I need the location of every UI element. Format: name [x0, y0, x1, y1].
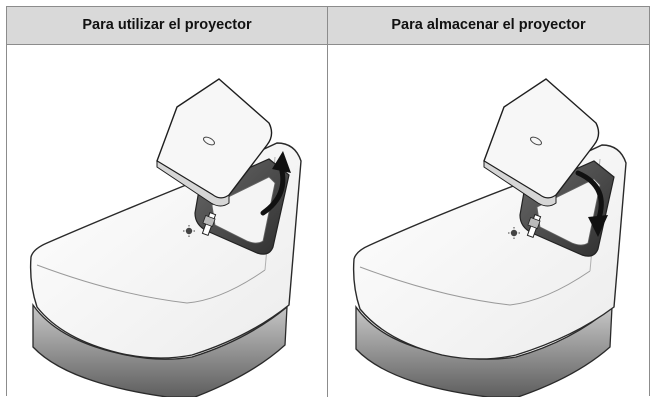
arrow-up-icon: [260, 151, 291, 216]
projector-close-illustration: [352, 78, 627, 397]
column-divider: [327, 7, 328, 397]
cell-store-illustration: [328, 45, 649, 397]
focus-icon: [508, 227, 520, 239]
instruction-table: Para utilizar el proyector Para almacena…: [6, 6, 650, 397]
arrow-down-icon: [575, 170, 608, 237]
projector-open-illustration: [29, 78, 302, 397]
cell-use-illustration: [7, 45, 327, 397]
header-store-projector: Para almacenar el proyector: [391, 17, 586, 33]
table-header-row: Para utilizar el proyector Para almacena…: [7, 7, 649, 45]
header-use-projector: Para utilizar el proyector: [82, 17, 252, 33]
focus-icon: [183, 225, 195, 237]
